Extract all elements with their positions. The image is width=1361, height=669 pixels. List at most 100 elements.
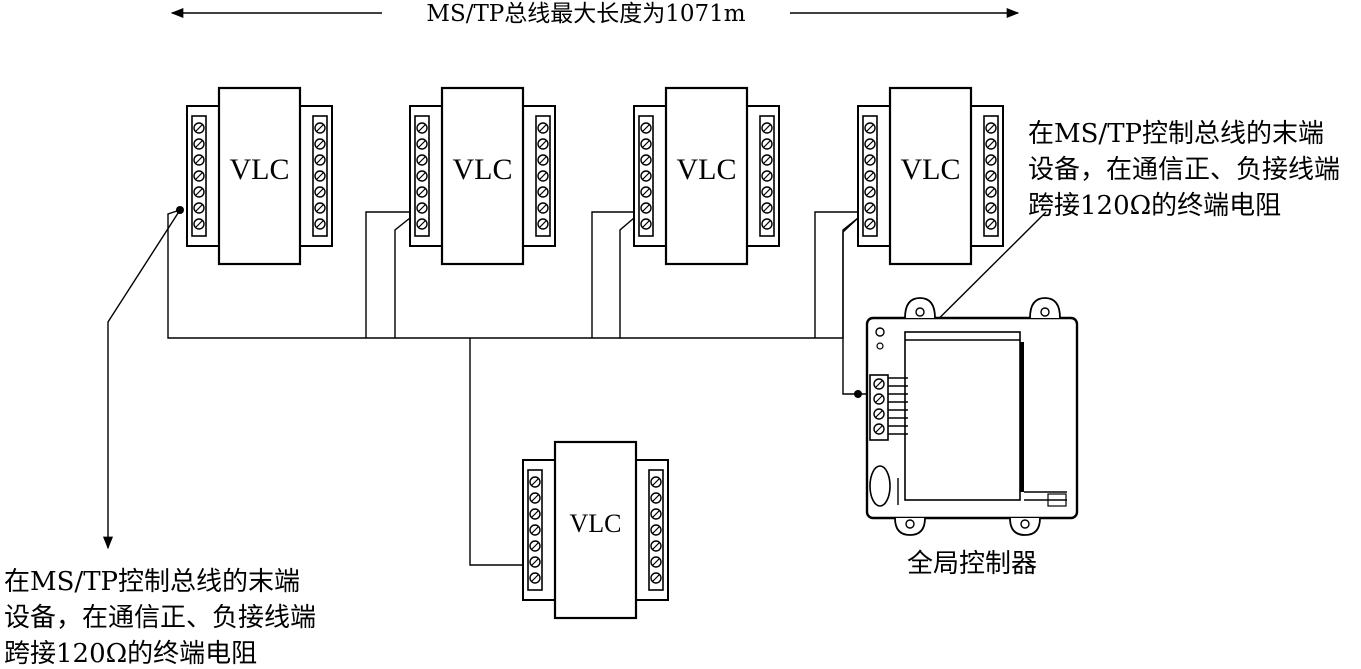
terminal-screw-icon — [864, 186, 876, 198]
terminal-screw-icon — [985, 218, 997, 230]
junction-dot-icon — [854, 390, 862, 398]
terminal-screw-icon — [529, 572, 541, 584]
vlc-module: VLC — [633, 86, 780, 266]
terminal-screw-icon — [640, 218, 652, 230]
terminal-screw-icon — [193, 170, 205, 182]
vlc-module: VLC — [522, 440, 669, 620]
note-right-line-3: 跨接120Ω的终端电阻 — [1028, 191, 1281, 221]
terminal-screw-icon — [985, 186, 997, 198]
terminal-screw-icon — [761, 138, 773, 150]
terminal-screw-icon — [985, 170, 997, 182]
terminal-screw-icon — [985, 122, 997, 134]
vlc-body — [664, 86, 749, 266]
terminal-screw-icon — [314, 186, 326, 198]
terminal-screw-icon — [650, 476, 662, 488]
terminal-screw-icon — [761, 218, 773, 230]
vlc-label: VLC — [901, 153, 961, 186]
terminal-screw-icon — [537, 154, 549, 166]
terminal-screw-icon — [864, 154, 876, 166]
terminal-screw-icon — [529, 556, 541, 568]
terminal-screw-icon — [873, 408, 885, 420]
terminal-screw-icon — [529, 540, 541, 552]
terminal-screw-icon — [537, 186, 549, 198]
terminal-screw-icon — [873, 393, 885, 405]
terminal-screw-icon — [650, 524, 662, 536]
terminal-screw-icon — [650, 540, 662, 552]
terminal-screw-icon — [864, 170, 876, 182]
vlc-label: VLC — [453, 153, 513, 186]
terminal-screw-icon — [314, 138, 326, 150]
note-left-line-2: 设备，在通信正、负接线端 — [4, 603, 316, 633]
vlc-label: VLC — [230, 153, 290, 186]
terminal-screw-icon — [314, 170, 326, 182]
terminal-screw-icon — [416, 170, 428, 182]
vlc-label: VLC — [570, 509, 622, 538]
bus-drop-bottom-vlc — [469, 338, 523, 566]
terminal-screw-icon — [537, 138, 549, 150]
controller-label: 全局控制器 — [907, 549, 1037, 579]
terminal-screw-icon — [314, 202, 326, 214]
leader-arrow-left — [102, 209, 181, 550]
terminal-screw-icon — [314, 218, 326, 230]
global-controller: 全局控制器 — [865, 297, 1079, 579]
vlc-module: VLC — [409, 86, 556, 266]
vlc-body — [440, 86, 525, 266]
bus-wiring — [102, 206, 1047, 566]
bus-segment-1 — [167, 209, 411, 339]
terminal-screw-icon — [193, 202, 205, 214]
terminal-screw-icon — [640, 202, 652, 214]
terminal-screw-icon — [537, 218, 549, 230]
terminal-screw-icon — [314, 122, 326, 134]
bus-segment-3b — [814, 211, 858, 338]
note-right-line-2: 设备，在通信正、负接线端 — [1028, 155, 1340, 185]
terminal-screw-icon — [640, 138, 652, 150]
note-right: 在MS/TP控制总线的末端 设备，在通信正、负接线端 跨接120Ω的终端电阻 — [1028, 119, 1340, 221]
terminal-screw-icon — [873, 378, 885, 390]
bus-length-dimension: MS/TP总线最大长度为1071m — [170, 1, 1020, 27]
terminal-screw-icon — [529, 492, 541, 504]
terminal-screw-icon — [416, 138, 428, 150]
terminal-screw-icon — [193, 122, 205, 134]
vlc-body — [553, 440, 638, 620]
terminal-screw-icon — [761, 154, 773, 166]
terminal-screw-icon — [864, 202, 876, 214]
terminal-screw-icon — [529, 508, 541, 520]
terminal-screw-icon — [864, 138, 876, 150]
terminal-screw-icon — [650, 492, 662, 504]
terminal-screw-icon — [537, 170, 549, 182]
terminal-screw-icon — [640, 186, 652, 198]
terminal-screw-icon — [193, 138, 205, 150]
terminal-screw-icon — [537, 202, 549, 214]
terminal-screw-icon — [529, 476, 541, 488]
note-left-line-3: 跨接120Ω的终端电阻 — [4, 639, 257, 669]
bus-segment-1b — [365, 211, 410, 338]
vlc-body — [217, 86, 302, 266]
terminal-screw-icon — [650, 572, 662, 584]
terminal-screw-icon — [873, 423, 885, 435]
vlc-body — [888, 86, 973, 266]
terminal-screw-icon — [761, 122, 773, 134]
note-left-line-1: 在MS/TP控制总线的末端 — [4, 567, 300, 597]
terminal-screw-icon — [537, 122, 549, 134]
terminal-screw-icon — [761, 170, 773, 182]
controller-terminal-block — [869, 374, 889, 441]
terminal-screw-icon — [640, 122, 652, 134]
terminal-screw-icon — [314, 154, 326, 166]
terminal-screw-icon — [416, 154, 428, 166]
terminal-screw-icon — [416, 218, 428, 230]
bus-segment-2 — [395, 217, 635, 339]
note-right-line-1: 在MS/TP控制总线的末端 — [1028, 119, 1324, 149]
terminal-screw-icon — [985, 138, 997, 150]
terminal-screw-icon — [416, 186, 428, 198]
terminal-screw-icon — [416, 122, 428, 134]
vlc-module: VLC — [857, 86, 1004, 266]
terminal-screw-icon — [640, 154, 652, 166]
terminal-screw-icon — [650, 508, 662, 520]
terminal-screw-icon — [193, 154, 205, 166]
vlc-module: VLC — [186, 86, 333, 266]
terminal-screw-icon — [985, 202, 997, 214]
terminal-screw-icon — [761, 186, 773, 198]
terminal-screw-icon — [193, 218, 205, 230]
bus-segment-2b — [591, 211, 634, 338]
